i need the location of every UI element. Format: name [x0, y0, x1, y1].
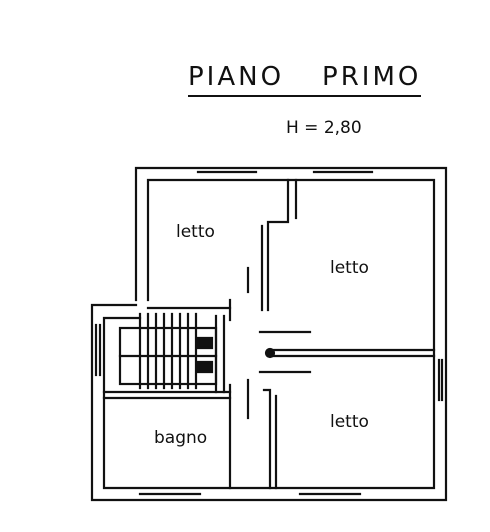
bedroom-left-wall — [146, 298, 232, 322]
outer-wall — [90, 166, 448, 502]
window-left — [94, 323, 102, 377]
room-label-bedroom-2: letto — [330, 258, 369, 278]
partition-wall-center — [260, 178, 298, 312]
ceiling-height-note: H = 2,80 — [286, 118, 362, 138]
room-label-bedroom-1: letto — [176, 222, 215, 242]
title-word-primo: PRIMO — [322, 62, 422, 92]
staircase — [118, 312, 226, 394]
bathroom-wall — [102, 383, 232, 490]
partition-wall-lower — [262, 388, 278, 490]
plan-title: PIANO PRIMO — [188, 62, 422, 97]
window-right — [437, 358, 444, 402]
partition-wall-right — [264, 347, 436, 359]
room-label-bedroom-3: letto — [330, 412, 369, 432]
room-label-bathroom: bagno — [154, 428, 208, 448]
door-marks — [246, 266, 312, 420]
title-word-piano: PIANO — [188, 62, 285, 92]
